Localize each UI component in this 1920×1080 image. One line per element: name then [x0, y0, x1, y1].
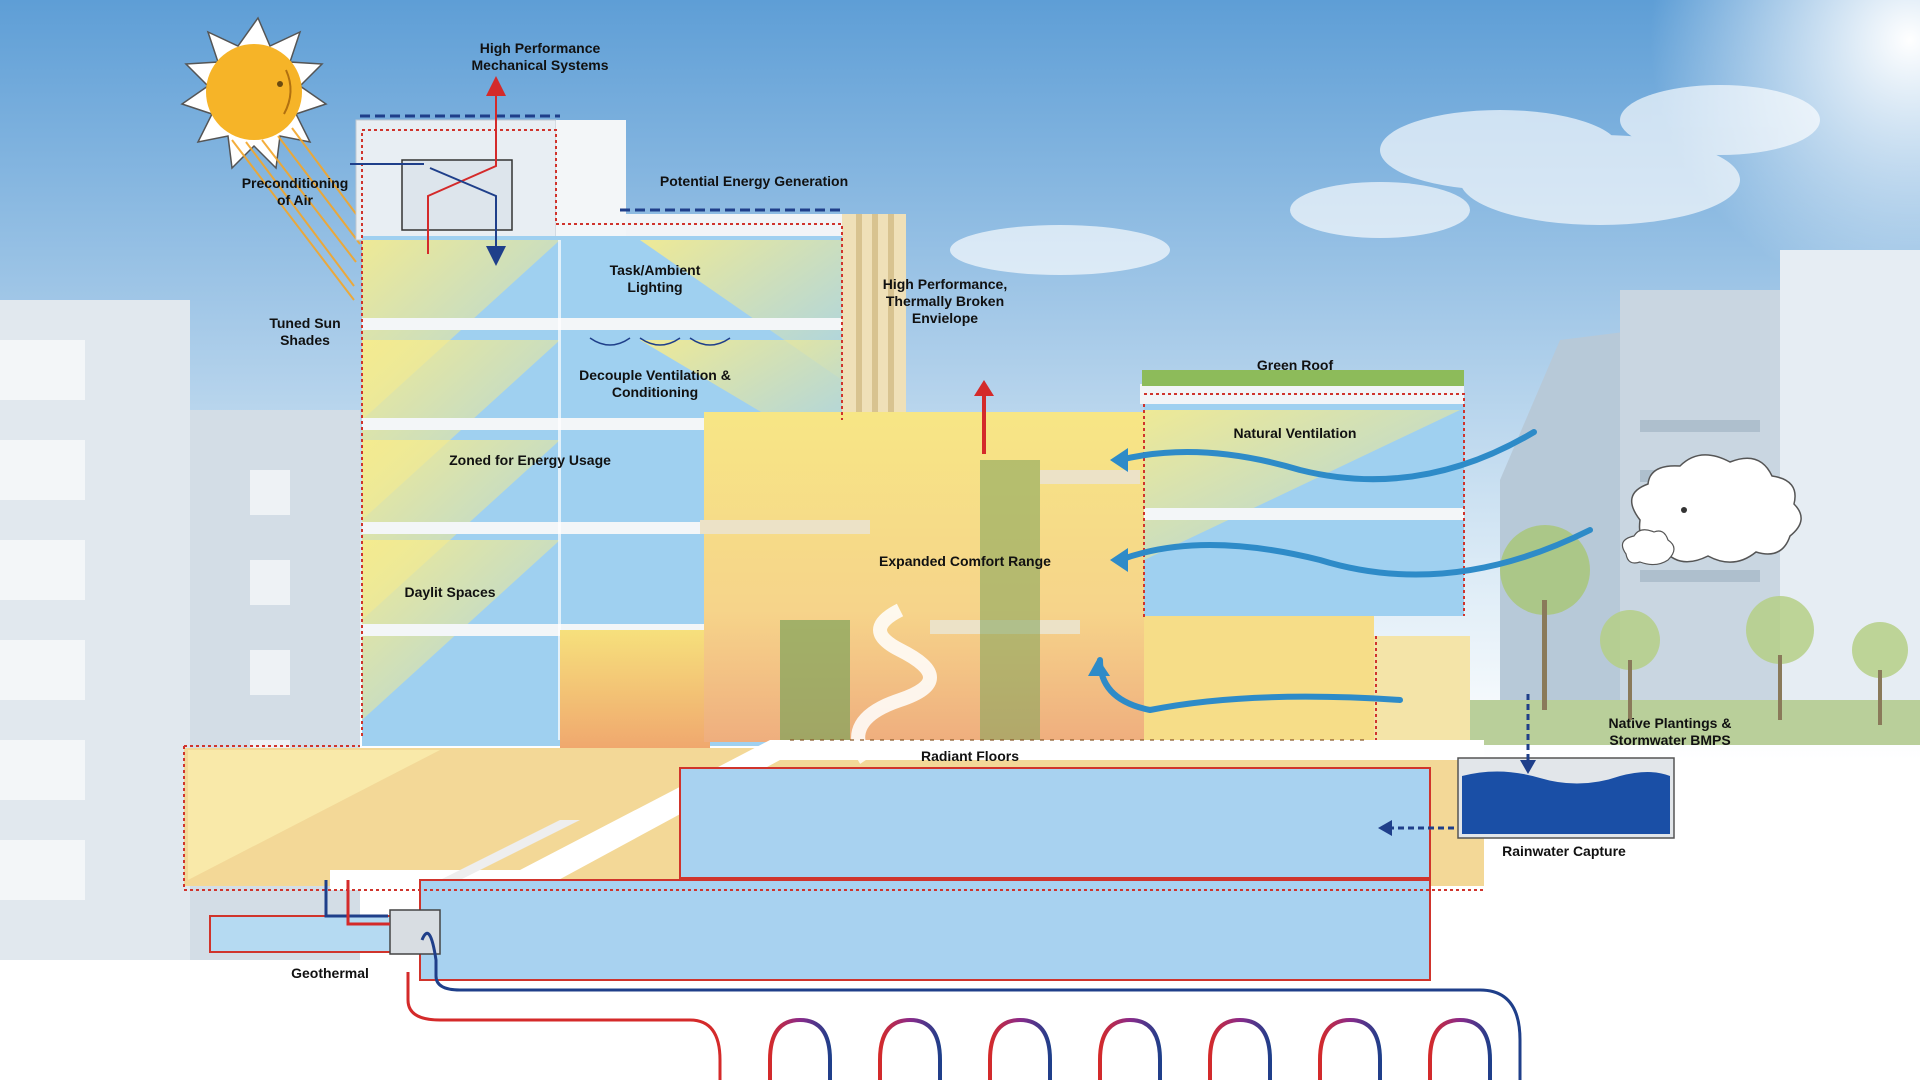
label-line: Rainwater Capture — [1484, 843, 1644, 860]
label-decouple-ventilation: Decouple Ventilation & Conditioning — [560, 367, 750, 401]
label-line: Radiant Floors — [900, 748, 1040, 765]
label-potential-energy-generation: Potential Energy Generation — [634, 173, 874, 190]
label-line: Native Plantings & — [1590, 715, 1750, 732]
label-line: High Performance, — [860, 276, 1030, 293]
label-task-ambient-lighting: Task/Ambient Lighting — [590, 262, 720, 296]
label-green-roof: Green Roof — [1230, 357, 1360, 374]
label-expanded-comfort-range: Expanded Comfort Range — [860, 553, 1070, 570]
label-rainwater-capture: Rainwater Capture — [1484, 843, 1644, 860]
label-line: of Air — [230, 192, 360, 209]
label-line: Thermally Broken — [860, 293, 1030, 310]
label-line: Zoned for Energy Usage — [430, 452, 630, 469]
label-line: Task/Ambient — [590, 262, 720, 279]
label-line: Tuned Sun — [250, 315, 360, 332]
label-line: Conditioning — [560, 384, 750, 401]
label-line: Geothermal — [280, 965, 380, 982]
label-line: Stormwater BMPS — [1590, 732, 1750, 749]
label-line: Shades — [250, 332, 360, 349]
label-line: Decouple Ventilation & — [560, 367, 750, 384]
label-daylit-spaces: Daylit Spaces — [390, 584, 510, 601]
label-native-plantings: Native Plantings & Stormwater BMPS — [1590, 715, 1750, 749]
label-zoned-for-energy-usage: Zoned for Energy Usage — [430, 452, 630, 469]
label-preconditioning-air: Preconditioning of Air — [230, 175, 360, 209]
label-geothermal: Geothermal — [280, 965, 380, 982]
label-line: Daylit Spaces — [390, 584, 510, 601]
label-line: Green Roof — [1230, 357, 1360, 374]
label-line: Envielope — [860, 310, 1030, 327]
label-tuned-sun-shades: Tuned Sun Shades — [250, 315, 360, 349]
label-thermally-broken-envelope: High Performance, Thermally Broken Envie… — [860, 276, 1030, 327]
label-line: Potential Energy Generation — [634, 173, 874, 190]
label-line: Natural Ventilation — [1210, 425, 1380, 442]
label-line: Expanded Comfort Range — [860, 553, 1070, 570]
label-line: Mechanical Systems — [430, 57, 650, 74]
rainwater-tank — [1458, 758, 1674, 838]
geothermal-loops — [770, 1020, 1490, 1080]
label-mechanical-systems: High Performance Mechanical Systems — [430, 40, 650, 74]
label-line: Preconditioning — [230, 175, 360, 192]
label-line: Lighting — [590, 279, 720, 296]
label-line: High Performance — [430, 40, 650, 57]
label-radiant-floors: Radiant Floors — [900, 748, 1040, 765]
label-natural-ventilation: Natural Ventilation — [1210, 425, 1380, 442]
